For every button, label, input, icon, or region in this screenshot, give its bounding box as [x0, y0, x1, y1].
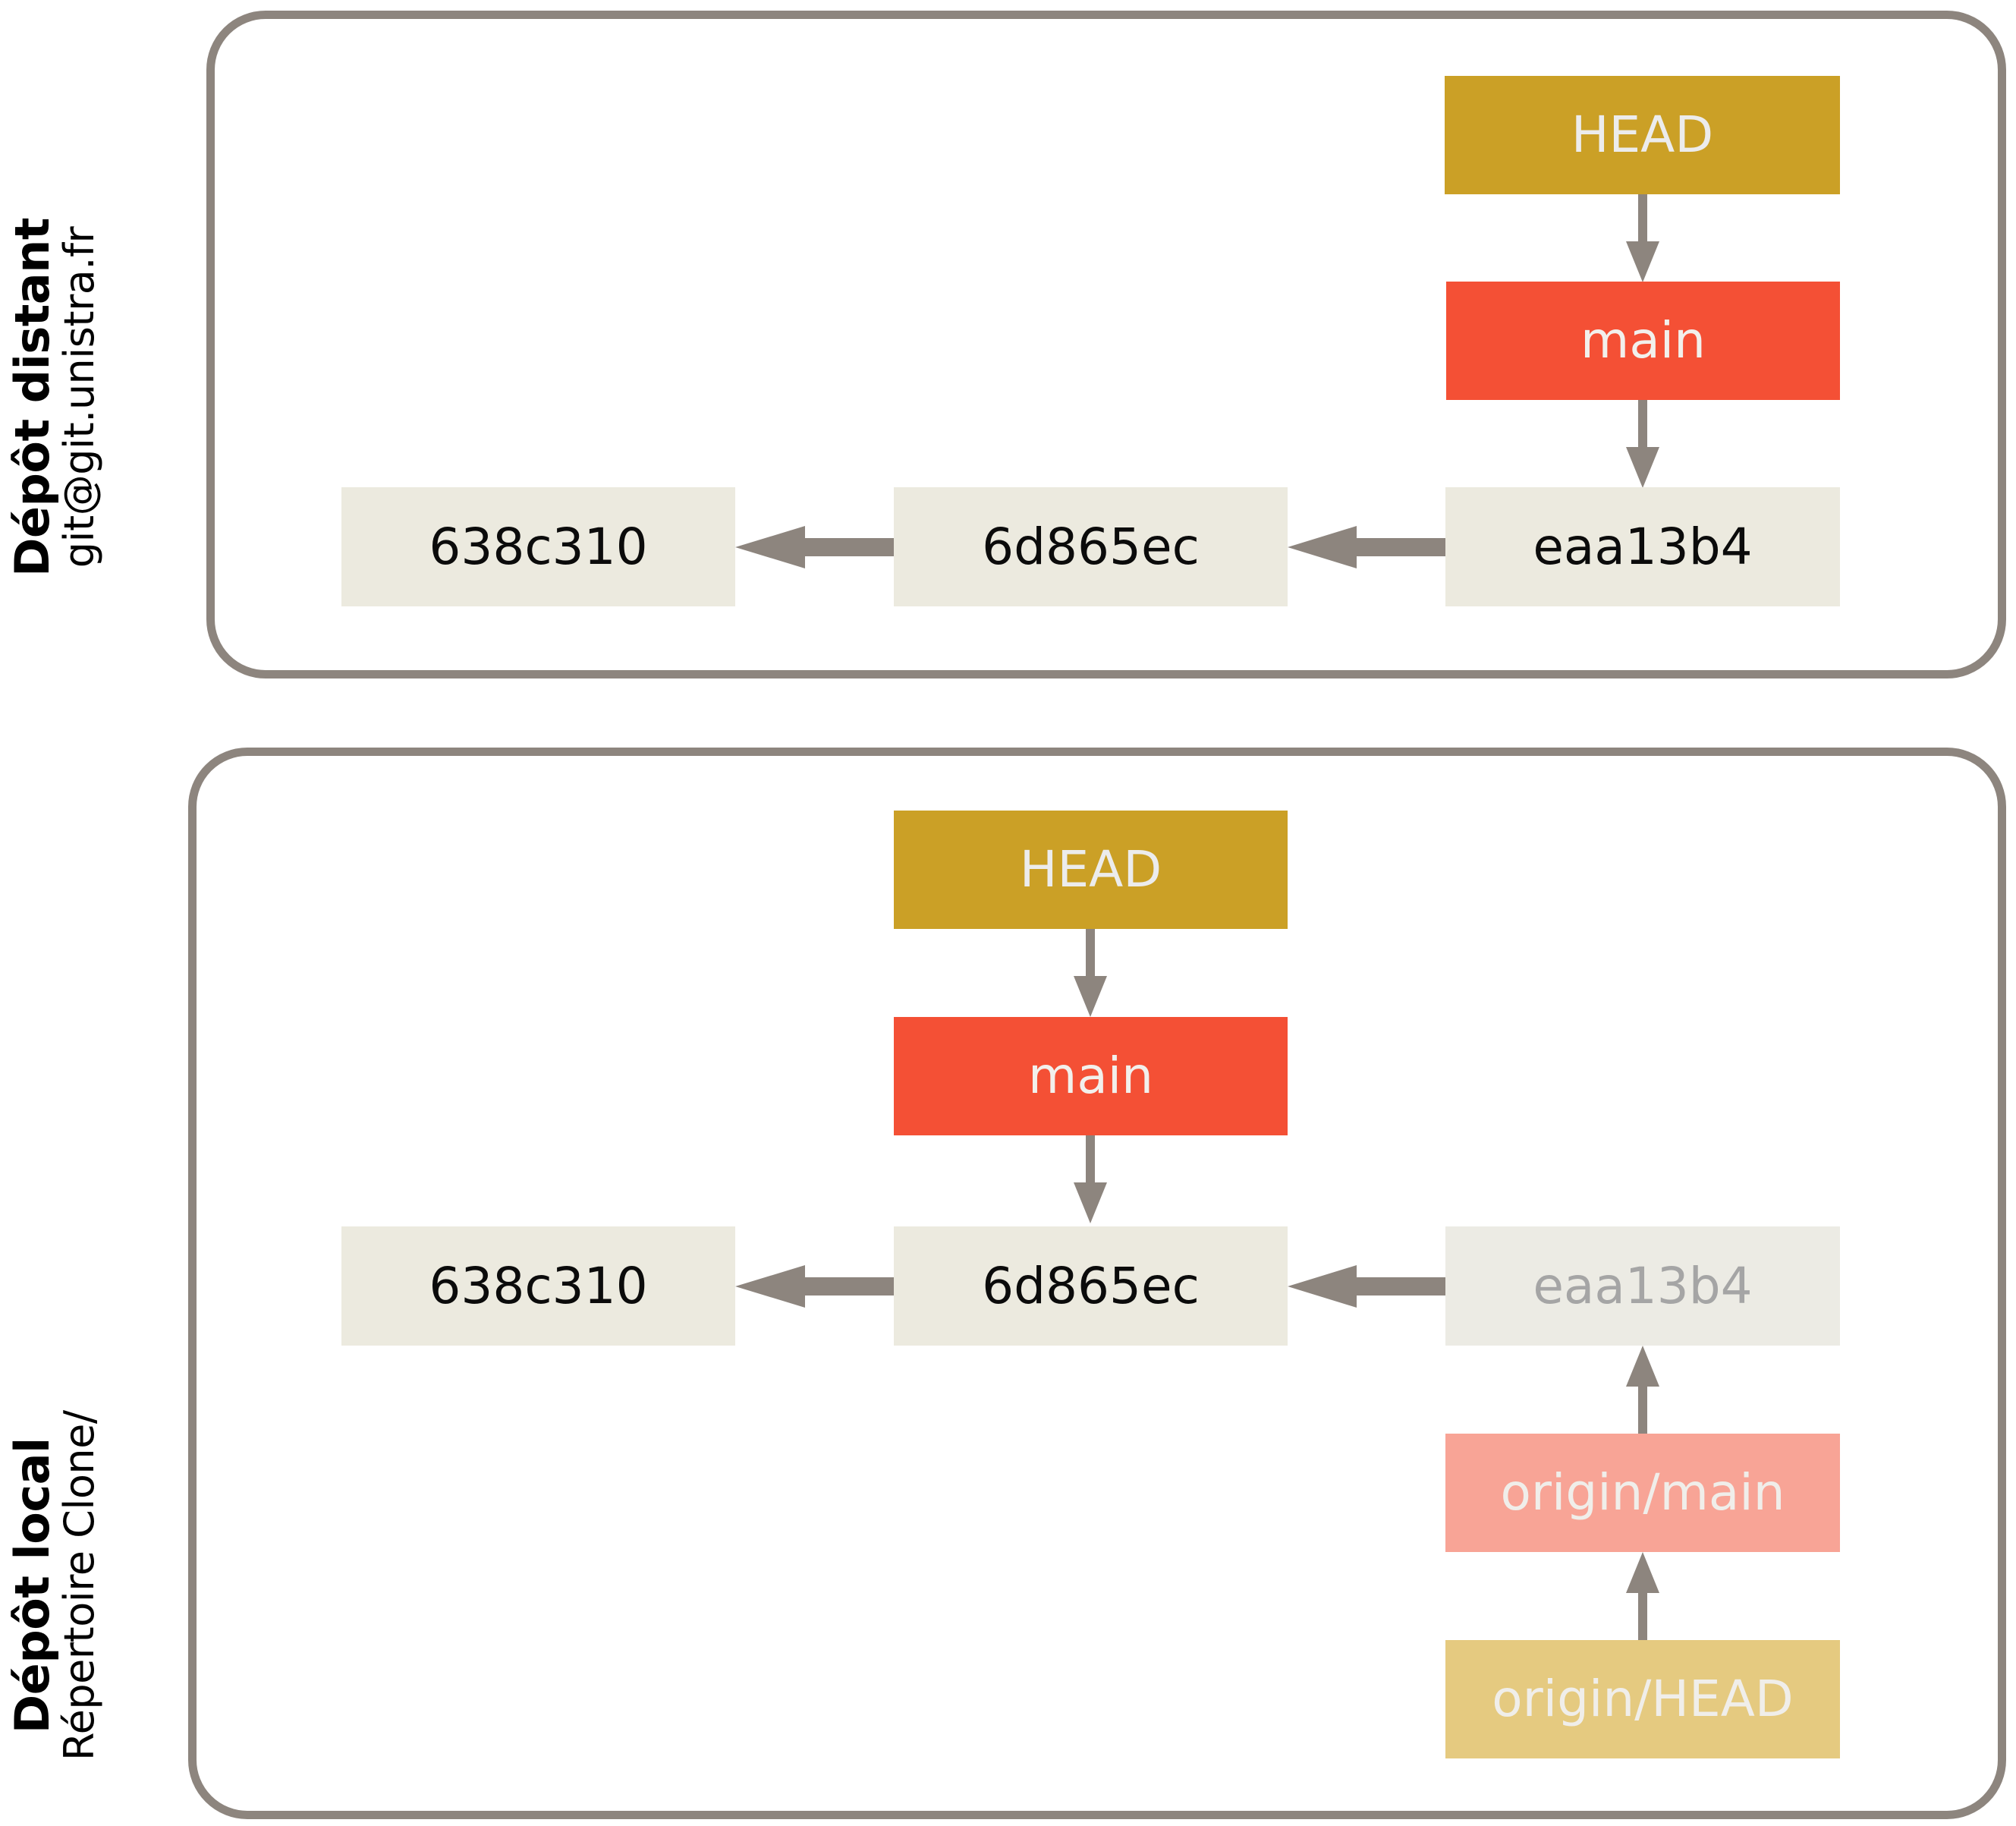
local-main-node: main	[894, 1017, 1288, 1135]
local-head-label: HEAD	[1019, 840, 1162, 899]
local-arrow-6d865ec-to-638c310	[735, 1257, 894, 1316]
local-origin-main-label: origin/main	[1500, 1463, 1785, 1522]
remote-repository-url: git@git.unistra.fr	[55, 226, 103, 568]
local-arrow-origin-main-to-eaa13b4	[1613, 1346, 1672, 1434]
local-commit-eaa13b4: eaa13b4	[1445, 1226, 1840, 1346]
remote-arrow-eaa13b4-to-6d865ec	[1288, 518, 1445, 577]
remote-arrow-main-to-commit	[1613, 400, 1672, 488]
local-arrow-main-to-commit	[1061, 1135, 1120, 1223]
local-commit-638c310: 638c310	[341, 1226, 735, 1346]
remote-repository-label: Dépôt distant git@git.unistra.fr	[5, 217, 103, 577]
remote-arrow-head-to-main	[1613, 194, 1672, 282]
remote-commit-eaa13b4-label: eaa13b4	[1533, 517, 1753, 576]
remote-head-node: HEAD	[1445, 76, 1840, 194]
remote-main-node: main	[1446, 282, 1840, 400]
local-arrow-head-to-main	[1061, 929, 1120, 1017]
local-repository-label: Dépôt local Répertoire Clone/	[5, 1410, 103, 1761]
local-origin-main-node: origin/main	[1445, 1434, 1840, 1552]
remote-arrow-6d865ec-to-638c310	[735, 518, 894, 577]
local-arrow-origin-head-to-origin-main	[1613, 1552, 1672, 1640]
local-origin-head-node: origin/HEAD	[1445, 1640, 1840, 1758]
remote-commit-6d865ec: 6d865ec	[894, 487, 1288, 606]
local-repository-title: Dépôt local	[5, 1437, 60, 1734]
remote-repository-title: Dépôt distant	[5, 217, 60, 577]
local-commit-eaa13b4-label: eaa13b4	[1533, 1256, 1753, 1315]
local-repository-path: Répertoire Clone/	[55, 1410, 103, 1761]
remote-commit-638c310: 638c310	[341, 487, 735, 606]
remote-main-label: main	[1580, 311, 1706, 370]
remote-commit-6d865ec-label: 6d865ec	[982, 517, 1200, 576]
local-main-label: main	[1028, 1047, 1153, 1105]
remote-commit-638c310-label: 638c310	[429, 517, 648, 576]
local-origin-head-label: origin/HEAD	[1492, 1670, 1794, 1728]
local-commit-6d865ec-label: 6d865ec	[982, 1256, 1200, 1315]
local-arrow-eaa13b4-to-6d865ec	[1288, 1257, 1445, 1316]
local-commit-638c310-label: 638c310	[429, 1256, 648, 1315]
local-head-node: HEAD	[894, 811, 1288, 929]
remote-head-label: HEAD	[1571, 105, 1714, 164]
local-commit-6d865ec: 6d865ec	[894, 1226, 1288, 1346]
remote-commit-eaa13b4: eaa13b4	[1445, 487, 1840, 606]
